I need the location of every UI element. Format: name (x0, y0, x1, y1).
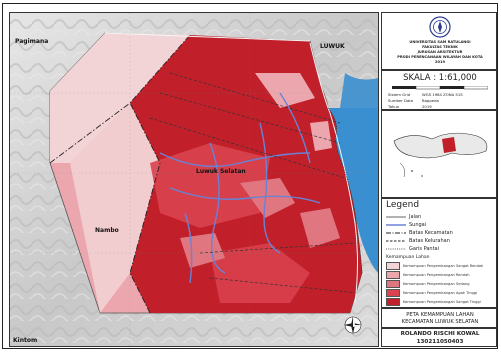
legend-item-jalan: Jalan (386, 214, 422, 220)
kemampuan-item-4: Kemampuan Pengembangan Agak Tinggi (386, 289, 477, 297)
legend-item-sungai: Sungai (386, 222, 427, 228)
kemampuan-swatch-2 (386, 271, 400, 279)
institution-block: UNIVERSITAS SAM RATULANGI FAKULTAS TEKNI… (381, 12, 497, 70)
class3-zone (240, 178, 295, 218)
info-key-year: Tahun (388, 104, 400, 109)
university-line-1: UNIVERSITAS SAM RATULANGI (409, 40, 471, 44)
legend-block: Legend Jalan Sungai Batas Kecamatan Bata… (381, 198, 497, 308)
coastline (327, 107, 363, 274)
title-block: PETA KEMAMPUAN LAHAN KECAMATAN LUWUK SEL… (381, 308, 497, 328)
legend-item-batas-kecamatan: Batas Kecamatan (386, 230, 453, 236)
compass-rose-icon (344, 316, 362, 334)
map-title-line-2: KECAMATAN LUWUK SELATAN (401, 319, 479, 325)
inset-map (381, 110, 497, 198)
university-logo-icon (429, 16, 451, 38)
road-network (104, 32, 358, 304)
label-luwuk-selatan: Luwuk Selatan (196, 168, 246, 175)
kemampuan-title: Kemampuan Lahan (386, 255, 430, 260)
kemampuan-swatch-4 (386, 289, 400, 297)
info-val-source: Bappeda (422, 98, 439, 103)
kelurahan-boundary (149, 72, 359, 294)
sea-area (328, 108, 378, 273)
kecamatan-boundary (49, 34, 191, 314)
label-pagimana: Pagimana (15, 38, 49, 45)
university-line-2: FAKULTAS TEKNIK (422, 45, 458, 49)
kemampuan-swatch-1 (386, 262, 400, 270)
label-luwuk: LUWUK (320, 43, 345, 50)
kemampuan-swatch-3 (386, 280, 400, 288)
info-key-source: Sumber Data (388, 98, 414, 103)
class1-zone (50, 33, 190, 163)
kemampuan-item-1: Kemampuan Pengembangan Sangat Rendah (386, 262, 483, 270)
label-nambo: Nambo (95, 227, 119, 234)
kemampuan-item-5: Kemampuan Pengembangan Sangat Tinggi (386, 298, 481, 306)
university-line-5: 2019 (434, 60, 445, 64)
map-view[interactable]: Pagimana LUWUK Luwuk Selatan Nambo Kinto… (9, 12, 379, 347)
class4-zone (150, 143, 270, 228)
kemampuan-item-3: Kemampuan Pengembangan Sedang (386, 280, 470, 288)
info-val-year: 2019 (422, 104, 432, 109)
scale-label: SKALA : 1:61,000 (403, 73, 477, 83)
legend-item-garis-pantai: Garis Pantai (386, 246, 440, 252)
inset-island (393, 132, 488, 159)
university-line-3: JURUSAN ARSITEKTUR (417, 50, 463, 54)
author-name: ROLANDO RISCHI KOWAL (400, 331, 480, 337)
class2-zone (255, 73, 315, 108)
author-id: 130211050403 (416, 339, 464, 345)
river-network (159, 92, 321, 284)
legend-title: Legend (386, 200, 420, 210)
map-sheet: Pagimana LUWUK Luwuk Selatan Nambo Kinto… (2, 3, 498, 349)
scale-bar (392, 86, 488, 90)
university-line-4: PRODI PERENCANAAN WILAYAH DAN KOTA (397, 55, 483, 59)
map-title-line-1: PETA KEMAMPUAN LAHAN (406, 312, 474, 318)
label-kintom: Kintom (13, 337, 38, 344)
scale-block: SKALA : 1:61,000 Sistem Grid WGS 1984 ZON… (381, 70, 497, 110)
kemampuan-item-2: Kemampuan Pengembangan Rendah (386, 271, 470, 279)
map-info-panel: UNIVERSITAS SAM RATULANGI FAKULTAS TEKNI… (381, 12, 497, 347)
info-key-grid: Sistem Grid (388, 92, 411, 97)
kemampuan-swatch-5 (386, 298, 400, 306)
legend-item-batas-kelurahan: Batas Kelurahan (386, 238, 450, 244)
info-val-grid: WGS 1984 ZONA 51S (422, 92, 463, 97)
author-block: ROLANDO RISCHI KOWAL 130211050403 (381, 328, 497, 347)
